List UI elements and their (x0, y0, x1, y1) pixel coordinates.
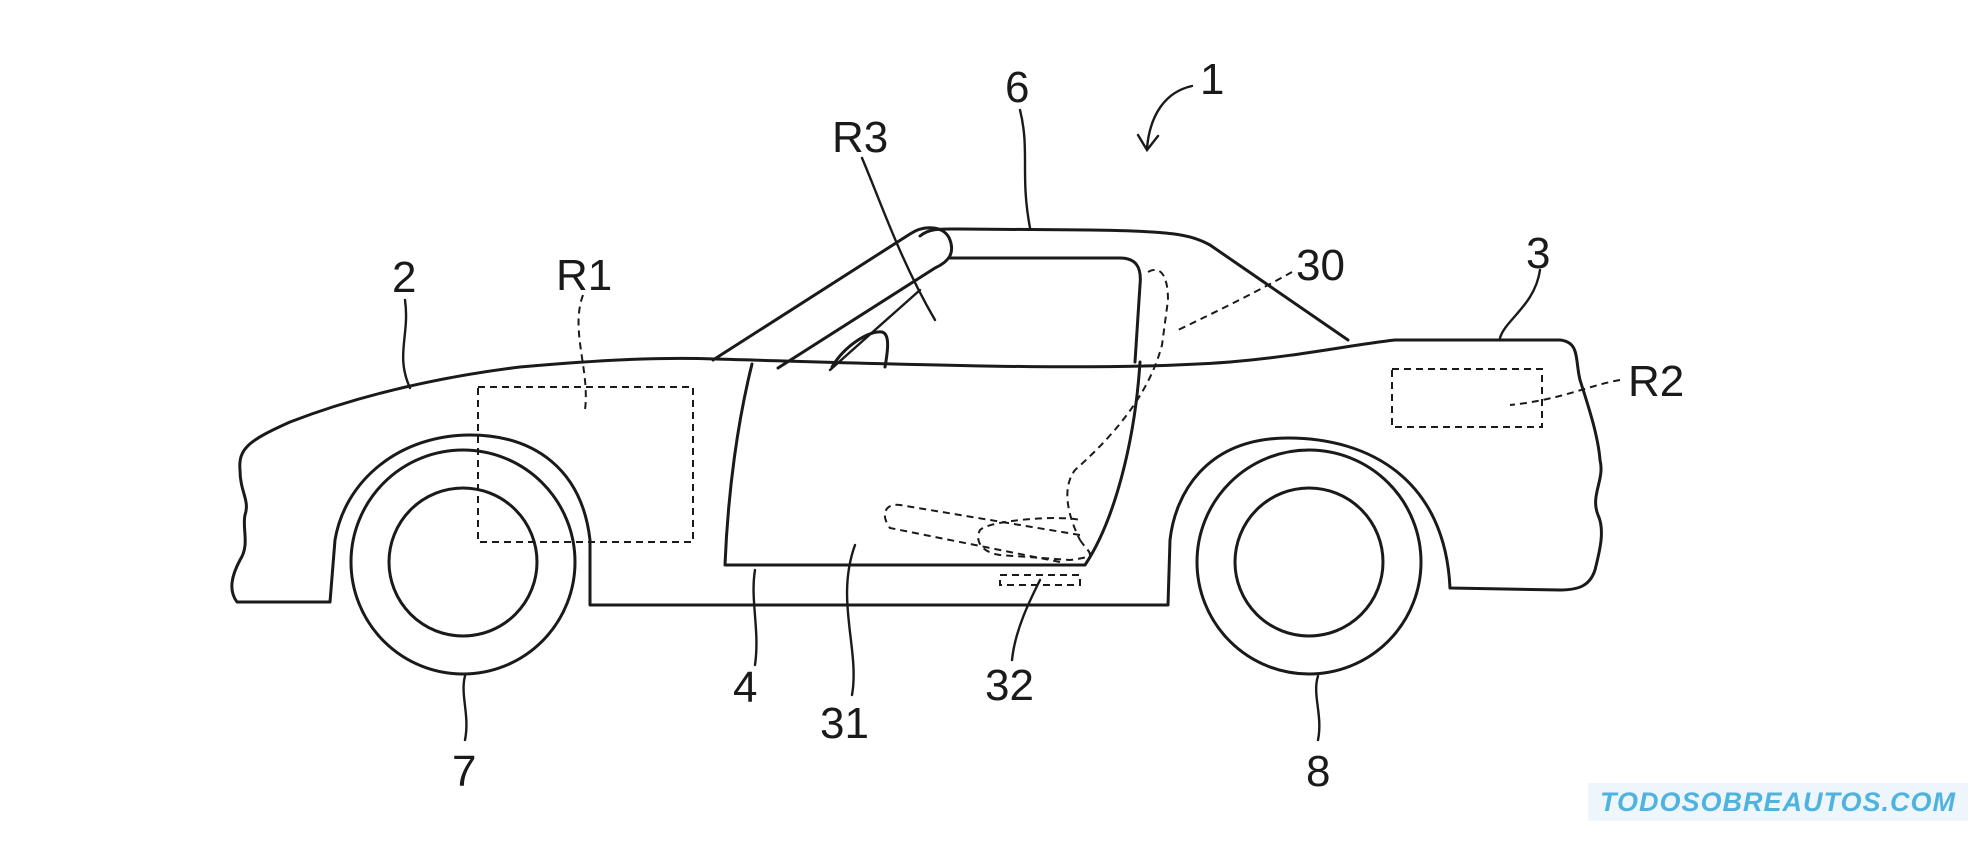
occupant-leg-dashed (883, 503, 1081, 563)
label-r3: R3 (832, 113, 888, 162)
leader-4 (752, 568, 758, 667)
windshield-frame (711, 226, 954, 370)
door-window-frame (948, 256, 1142, 364)
leader-31 (845, 543, 857, 697)
label-31: 31 (820, 699, 869, 748)
leader-6 (1018, 108, 1032, 230)
rear-wheel-outer (1195, 448, 1423, 676)
leader-1-arrow (1145, 84, 1194, 150)
hardtop-roof (918, 227, 1350, 342)
label-r2: R2 (1628, 357, 1684, 406)
side-mirror (830, 330, 890, 369)
seat-bottom-dashed (999, 574, 1081, 586)
leader-30 (1177, 271, 1293, 331)
label-1: 1 (1200, 55, 1224, 104)
leader-r3 (860, 156, 937, 322)
leader-2 (402, 298, 412, 390)
door-outline (723, 360, 1142, 567)
windshield-inner (828, 288, 922, 372)
seat-cushion-dashed (977, 517, 1091, 562)
region-r1-box (477, 386, 694, 543)
leader-8 (1314, 674, 1321, 742)
car-body-outline (230, 338, 1603, 607)
region-r2-box (1391, 368, 1543, 428)
label-2: 2 (392, 253, 416, 302)
label-8: 8 (1306, 747, 1330, 796)
label-4: 4 (733, 663, 757, 712)
watermark-text: TODOSOBREAUTOS.COM (1599, 786, 1957, 817)
leader-3 (1498, 268, 1542, 340)
front-wheel-outer (349, 448, 577, 676)
label-32: 32 (985, 661, 1034, 710)
leader-1-arrowhead (1136, 133, 1160, 153)
leader-32 (1010, 578, 1042, 662)
label-30: 30 (1296, 241, 1345, 290)
rear-wheel-inner (1233, 486, 1385, 638)
leader-r2 (1509, 379, 1621, 406)
seat-back-dashed (1066, 268, 1170, 541)
leader-r1 (577, 294, 587, 411)
watermark-banner: TODOSOBREAUTOS.COM (1588, 783, 1968, 821)
front-wheel-inner (387, 486, 539, 638)
leader-7 (462, 674, 468, 742)
label-6: 6 (1005, 63, 1029, 112)
label-r1: R1 (556, 251, 612, 300)
label-7: 7 (452, 747, 476, 796)
label-3: 3 (1526, 229, 1550, 278)
